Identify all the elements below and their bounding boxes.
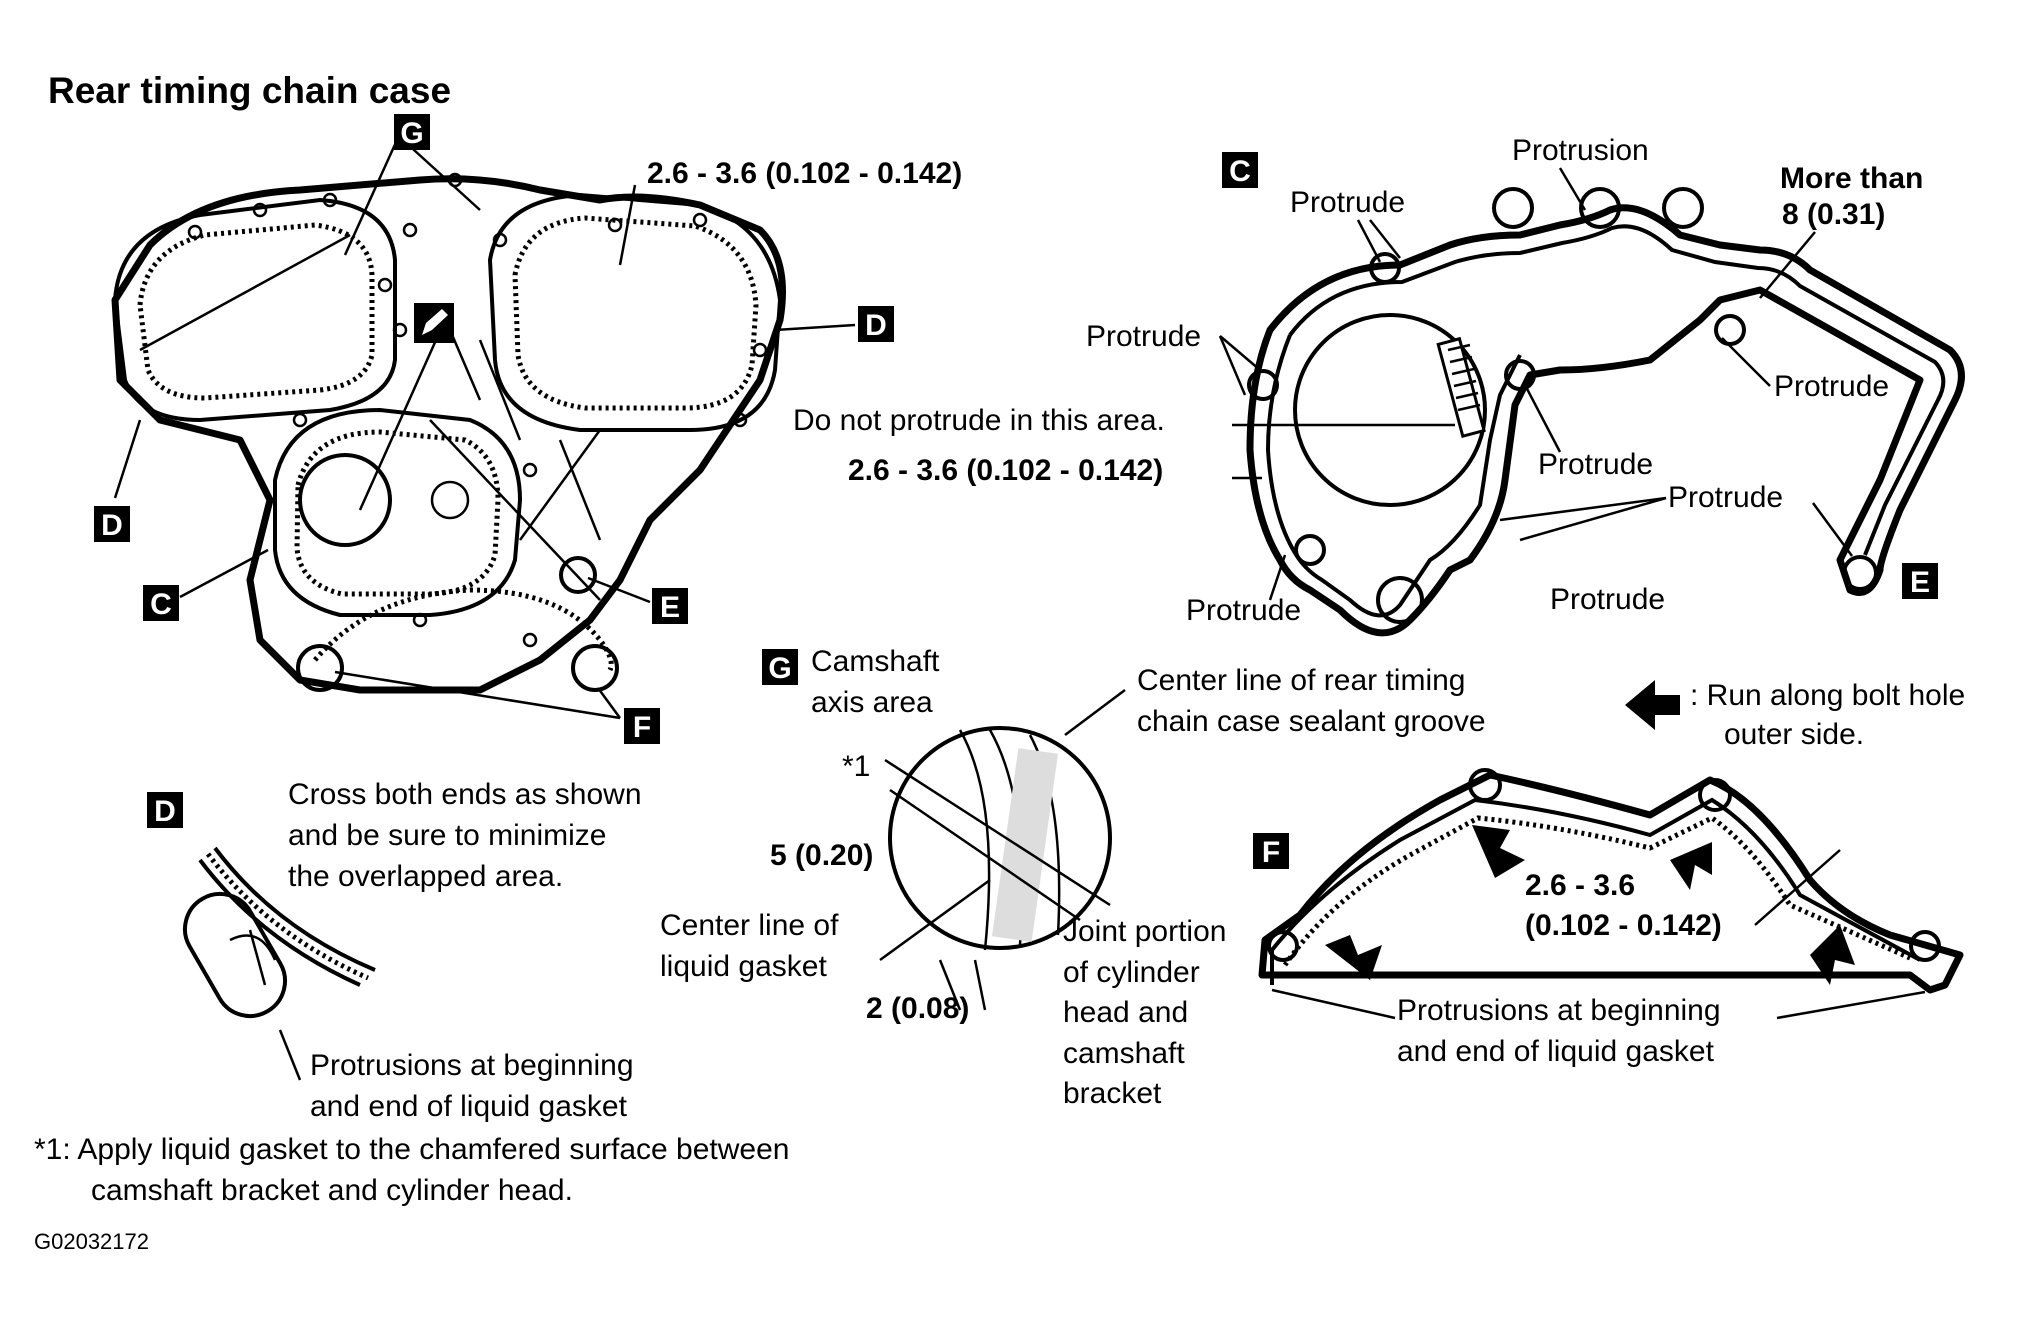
figure-id: G02032172 — [34, 1229, 149, 1254]
d-protrusions-line-1: Protrusions at beginning — [310, 1049, 634, 1082]
box-d-detail: D — [147, 792, 183, 828]
run-along-line-1: : Run along bolt hole — [1690, 679, 1965, 712]
cross-ends-line-3: the overlapped area. — [288, 860, 563, 893]
svg-text:D: D — [154, 795, 176, 828]
f-protrusions-line-1: Protrusions at beginning — [1397, 994, 1721, 1027]
page-title: Rear timing chain case — [48, 70, 451, 111]
more-than-value: 8 (0.31) — [1782, 198, 1885, 231]
joint-label-4: camshaft — [1063, 1037, 1185, 1070]
centerline-gasket-1: Center line of — [660, 909, 839, 942]
centerline-case-1: Center line of rear timing — [1137, 664, 1465, 697]
joint-label-1: Joint portion — [1063, 915, 1226, 948]
view-c-drawing — [1246, 187, 1965, 637]
run-along-line-2: outer side. — [1724, 718, 1864, 751]
protrude-label-2: Protrude — [1086, 320, 1201, 353]
protrude-label-7: Protrude — [1550, 583, 1665, 616]
dim-2-label: 2 (0.08) — [866, 992, 969, 1025]
view-c-leaders — [1218, 167, 1854, 601]
footnote-line-2: camshaft bracket and cylinder head. — [91, 1174, 573, 1207]
protrude-label-1: Protrude — [1290, 186, 1405, 219]
dim-5-label: 5 (0.20) — [770, 839, 873, 872]
box-e-main: E — [652, 588, 688, 624]
camshaft-detail-circle — [879, 689, 1126, 1011]
box-f-detail: F — [1253, 833, 1289, 869]
box-c-detail: C — [1222, 152, 1258, 188]
box-d-right: D — [858, 306, 894, 342]
view-f-dim-1: 2.6 - 3.6 — [1525, 869, 1635, 902]
svg-text:E: E — [1910, 566, 1930, 599]
box-g-detail: G — [762, 649, 798, 685]
svg-text:F: F — [1262, 836, 1280, 869]
box-c-main: C — [143, 585, 179, 621]
joint-label-3: head and — [1063, 996, 1188, 1029]
main-leaders — [113, 139, 856, 720]
svg-text:D: D — [101, 509, 123, 542]
svg-text:D: D — [865, 309, 887, 342]
svg-text:C: C — [150, 588, 172, 621]
overlap-detail-drawing — [183, 846, 376, 1081]
view-f-dim-2: (0.102 - 0.142) — [1525, 909, 1722, 942]
footnote-line-1: *1: Apply liquid gasket to the chamfered… — [34, 1133, 789, 1166]
box-g-main: G — [394, 114, 430, 150]
svg-text:G: G — [768, 652, 791, 685]
box-d-left: D — [94, 506, 130, 542]
protrude-label-3: Protrude — [1774, 370, 1889, 403]
cross-ends-line-1: Cross both ends as shown — [288, 778, 642, 811]
d-protrusions-line-2: and end of liquid gasket — [310, 1090, 628, 1123]
apply-sealant-icon — [414, 303, 454, 343]
f-protrusions-line-2: and end of liquid gasket — [1397, 1035, 1715, 1068]
centerline-gasket-2: liquid gasket — [660, 950, 827, 983]
svg-text:E: E — [660, 591, 680, 624]
star1-label: *1 — [842, 750, 870, 783]
do-not-protrude-label: Do not protrude in this area. — [793, 404, 1165, 437]
view-f-leaders — [1271, 849, 1926, 1020]
box-e-detail: E — [1902, 563, 1938, 599]
box-f-main: F — [624, 708, 660, 744]
protrusion-label: Protrusion — [1512, 134, 1649, 167]
svg-text:F: F — [633, 711, 651, 744]
joint-label-5: bracket — [1063, 1077, 1162, 1110]
camshaft-axis-heading-2: axis area — [811, 686, 933, 719]
more-than-label: More than — [1780, 162, 1923, 195]
view-f-drawing — [1258, 768, 1964, 994]
camshaft-axis-heading-1: Camshaft — [811, 645, 940, 678]
protrude-label-6: Protrude — [1186, 594, 1301, 627]
run-along-arrow-icon — [1625, 680, 1680, 730]
protrude-label-5: Protrude — [1668, 481, 1783, 514]
main-dimension: 2.6 - 3.6 (0.102 - 0.142) — [647, 157, 962, 190]
main-case-drawing — [111, 172, 786, 694]
centerline-case-2: chain case sealant groove — [1137, 705, 1486, 738]
svg-text:G: G — [400, 117, 423, 150]
cross-ends-line-2: and be sure to minimize — [288, 819, 607, 852]
protrude-label-4: Protrude — [1538, 448, 1653, 481]
view-c-dimension: 2.6 - 3.6 (0.102 - 0.142) — [848, 454, 1163, 487]
view-f-direction-arrows — [1325, 825, 1855, 985]
svg-text:C: C — [1229, 155, 1251, 188]
joint-label-2: of cylinder — [1063, 956, 1200, 989]
